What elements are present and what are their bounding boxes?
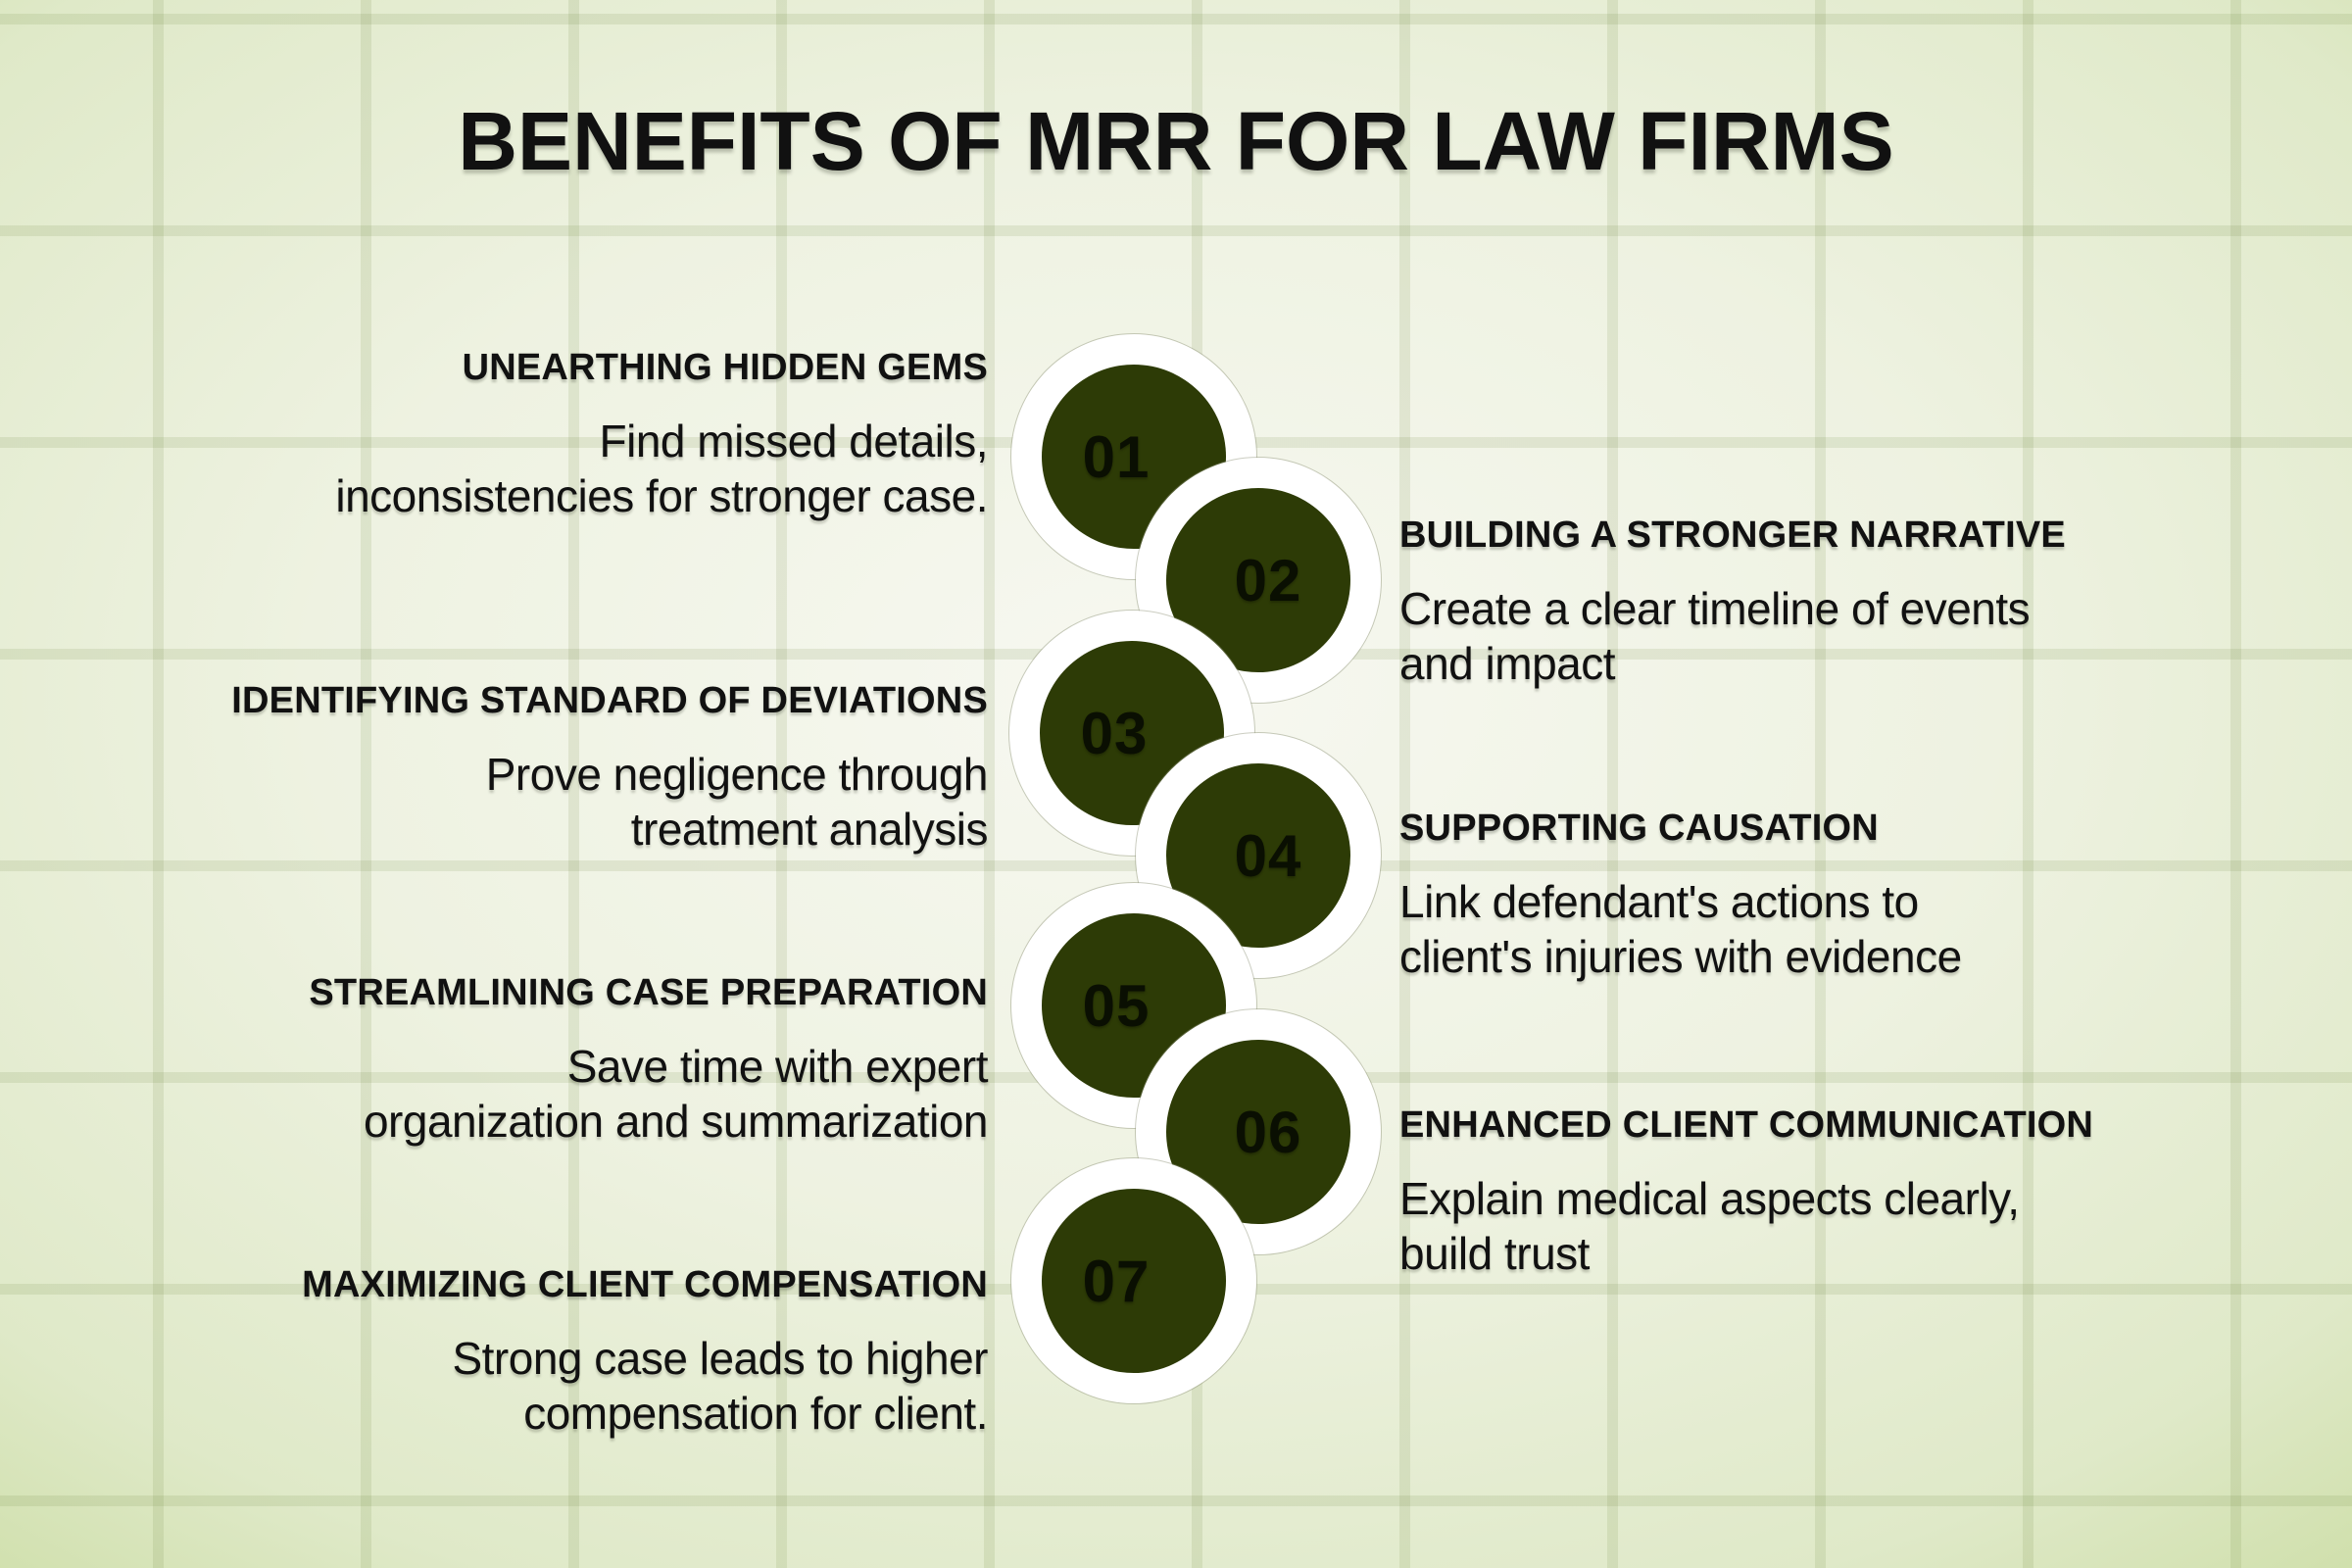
step-circle-03: 03 bbox=[1009, 611, 1254, 856]
body-line: compensation for client. bbox=[523, 1388, 988, 1439]
body-line: organization and summarization bbox=[363, 1096, 989, 1147]
body-line: inconsistencies for stronger case. bbox=[335, 470, 988, 521]
item-body-02: Create a clear timeline of events and im… bbox=[1399, 581, 2242, 691]
item-heading-03: IDENTIFYING STANDARD OF DEVIATIONS bbox=[231, 680, 988, 721]
item-text-06: ENHANCED CLIENT COMMUNICATION Explain me… bbox=[1399, 1102, 2242, 1281]
body-line: Prove negligence through bbox=[485, 749, 989, 800]
step-number-06: 06 bbox=[1234, 1099, 1302, 1165]
item-text-05: STREAMLINING CASE PREPARATION Save time … bbox=[86, 970, 988, 1149]
body-line: build trust bbox=[1399, 1228, 1590, 1279]
item-body-06: Explain medical aspects clearly, build t… bbox=[1399, 1171, 2242, 1281]
item-heading-06: ENHANCED CLIENT COMMUNICATION bbox=[1399, 1104, 2094, 1146]
item-body-05: Save time with expert organization and s… bbox=[86, 1039, 989, 1149]
item-heading-05: STREAMLINING CASE PREPARATION bbox=[309, 972, 988, 1013]
step-number-04: 04 bbox=[1234, 822, 1302, 889]
body-line: client's injuries with evidence bbox=[1399, 931, 1962, 982]
body-line: Link defendant's actions to bbox=[1399, 876, 1919, 927]
item-text-02: BUILDING A STRONGER NARRATIVE Create a c… bbox=[1399, 513, 2242, 691]
item-heading-02: BUILDING A STRONGER NARRATIVE bbox=[1399, 514, 2066, 556]
body-line: Explain medical aspects clearly, bbox=[1399, 1173, 2020, 1224]
item-body-03: Prove negligence through treatment analy… bbox=[86, 747, 989, 857]
step-number-05: 05 bbox=[1082, 972, 1151, 1039]
body-line: and impact bbox=[1399, 638, 1616, 689]
step-number-03: 03 bbox=[1080, 700, 1149, 766]
item-body-01: Find missed details, inconsistencies for… bbox=[86, 414, 988, 523]
item-text-03: IDENTIFYING STANDARD OF DEVIATIONS Prove… bbox=[86, 678, 988, 857]
item-body-07: Strong case leads to higher compensation… bbox=[86, 1331, 988, 1441]
item-text-04: SUPPORTING CAUSATION Link defendant's ac… bbox=[1399, 806, 2242, 984]
step-number-01: 01 bbox=[1082, 423, 1151, 490]
item-heading-01: UNEARTHING HIDDEN GEMS bbox=[462, 347, 988, 388]
step-circle-04: 04 bbox=[1136, 733, 1381, 978]
step-circle-07: 07 bbox=[1011, 1158, 1256, 1403]
item-text-01: UNEARTHING HIDDEN GEMS Find missed detai… bbox=[86, 345, 988, 523]
body-line: Save time with expert bbox=[566, 1041, 989, 1092]
item-heading-04: SUPPORTING CAUSATION bbox=[1399, 808, 1879, 849]
item-body-04: Link defendant's actions to client's inj… bbox=[1399, 874, 2242, 984]
body-line: treatment analysis bbox=[630, 804, 989, 855]
item-heading-07: MAXIMIZING CLIENT COMPENSATION bbox=[302, 1264, 988, 1305]
body-line: Create a clear timeline of events bbox=[1399, 583, 2031, 634]
step-disc-07: 07 bbox=[1042, 1189, 1226, 1373]
step-number-07: 07 bbox=[1082, 1248, 1151, 1314]
body-line: Find missed details, bbox=[599, 416, 989, 466]
step-circle-01: 01 bbox=[1011, 334, 1256, 579]
item-text-07: MAXIMIZING CLIENT COMPENSATION Strong ca… bbox=[86, 1262, 988, 1441]
body-line: Strong case leads to higher bbox=[452, 1333, 988, 1384]
step-number-02: 02 bbox=[1234, 547, 1302, 613]
page-title: BENEFITS OF MRR FOR LAW FIRMS bbox=[458, 95, 1894, 187]
